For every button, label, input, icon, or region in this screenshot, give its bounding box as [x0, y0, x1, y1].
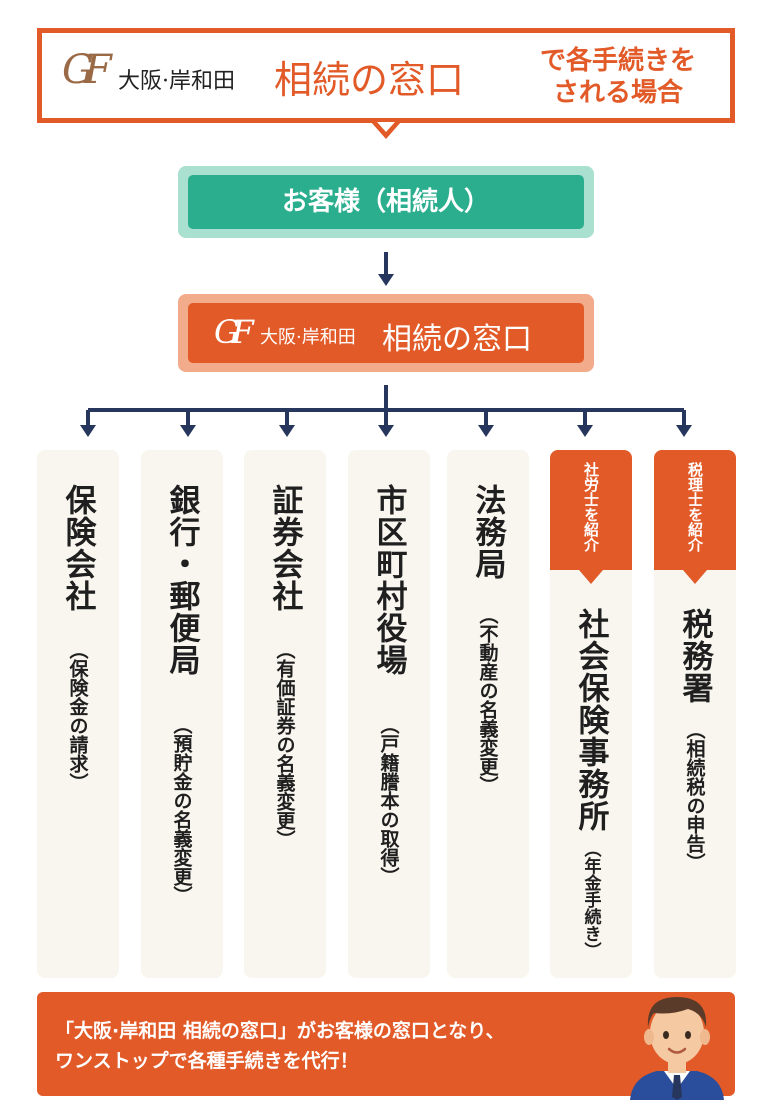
office-box: GF 大阪·岸和田 相続の窓口 — [188, 303, 584, 363]
tag-social-col1: 社労士を — [582, 462, 600, 522]
header-tagline: で各手続きを される場合 — [508, 45, 728, 109]
header-logo-place: 大阪·岸和田 — [118, 69, 235, 94]
col-securities-detail: （有価証券の名義変更） — [273, 640, 296, 849]
col-social-insurance: 社労士を紹介 社会保険事務所 （年金手続き） — [550, 450, 632, 978]
col-insurance: 保険会社 （保険金の請求） — [37, 450, 119, 978]
col-legal-bureau-detail: （不動産の名義変更） — [476, 605, 499, 795]
col-social-insurance-tag: 社労士を紹介 — [550, 450, 632, 584]
col-social-insurance-detail: （年金手続き） — [580, 840, 601, 959]
col-insurance-title: 保険会社 — [59, 484, 96, 612]
flow-connectors — [80, 252, 692, 437]
tag-tax-col2: 紹介 — [686, 522, 704, 552]
tagline-line2: される場合 — [552, 78, 683, 108]
header-box: GF 大阪·岸和田 相続の窓口 で各手続きを される場合 — [37, 28, 735, 123]
customer-box: お客様（相続人） — [188, 175, 584, 229]
footer-banner: 「大阪·岸和田 相続の窓口」がお客様の窓口となり、 ワンストップで各種手続きを代… — [37, 992, 735, 1096]
col-securities: 証券会社 （有価証券の名義変更） — [244, 450, 326, 978]
col-bank: 銀行・郵便局 （預貯金の名義変更） — [141, 450, 223, 978]
col-securities-title: 証券会社 — [266, 484, 303, 612]
tag-social-col2: 紹介 — [582, 522, 600, 552]
col-tax-office: 税理士を紹介 税務署 （相続税の申告） — [654, 450, 736, 978]
footer-line2: ワンストップで各種手続きを代行！ — [55, 1050, 359, 1072]
tag-tax-text: 税理士を紹介 — [686, 462, 704, 552]
header-pointer-inner — [377, 122, 395, 132]
col-city-office-title: 市区町村役場 — [370, 484, 407, 676]
col-city-office-detail: （戸籍謄本の取得） — [377, 715, 400, 886]
tag-social-pointer — [579, 570, 603, 584]
col-insurance-detail: （保険金の請求） — [66, 640, 89, 792]
office-name: 相続の窓口 — [382, 322, 532, 357]
tag-social-text: 社労士を紹介 — [582, 462, 600, 552]
col-legal-bureau-title: 法務局 — [469, 484, 506, 580]
col-legal-bureau: 法務局 （不動産の名義変更） — [447, 450, 529, 978]
footer-line1: 「大阪·岸和田 相続の窓口」がお客様の窓口となり、 — [55, 1020, 505, 1042]
footer-text: 「大阪·岸和田 相続の窓口」がお客様の窓口となり、 ワンストップで各種手続きを代… — [55, 1016, 505, 1076]
office-logo-mark-icon: GF — [214, 313, 254, 351]
col-tax-office-detail: （相続税の申告） — [683, 720, 706, 872]
tagline-line1: で各手続きを — [539, 46, 696, 76]
advisor-icon — [630, 997, 724, 1100]
col-tax-office-title: 税務署 — [676, 608, 713, 704]
col-city-office: 市区町村役場 （戸籍謄本の取得） — [348, 450, 430, 978]
arrow-head-1 — [378, 274, 394, 286]
tag-tax-pointer — [683, 570, 707, 584]
tag-tax-col1: 税理士を — [686, 462, 704, 522]
col-tax-office-tag: 税理士を紹介 — [654, 450, 736, 584]
col-bank-detail: （預貯金の名義変更） — [170, 715, 193, 905]
office-place: 大阪·岸和田 — [260, 327, 356, 348]
customer-label: お客様（相続人） — [281, 187, 490, 217]
header-logo-name: 相続の窓口 — [274, 58, 465, 102]
col-bank-title: 銀行・郵便局 — [163, 484, 200, 676]
col-social-insurance-title: 社会保険事務所 — [572, 608, 609, 832]
